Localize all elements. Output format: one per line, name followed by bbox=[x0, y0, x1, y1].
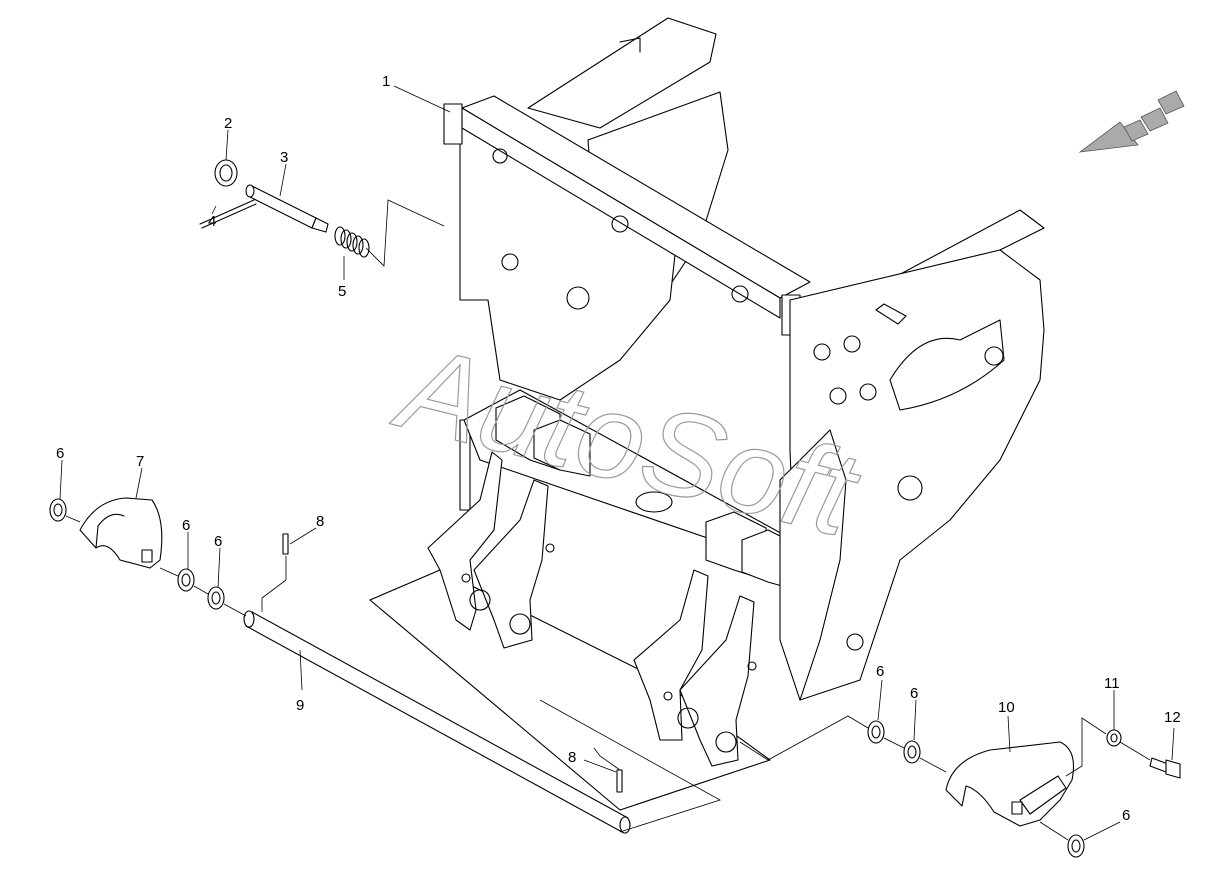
axis-line-right-1 bbox=[739, 715, 869, 761]
washer-6-b bbox=[177, 568, 195, 592]
callout-leaders bbox=[59, 85, 1175, 841]
main-frame bbox=[369, 17, 1045, 811]
axis-line-left-4 bbox=[223, 603, 247, 617]
callout-6-d: 6 bbox=[876, 663, 884, 680]
callout-1: 1 bbox=[382, 73, 390, 90]
pin-3 bbox=[245, 184, 329, 233]
washer-2 bbox=[214, 159, 238, 187]
washer-6-d bbox=[867, 720, 885, 744]
callout-8-b: 8 bbox=[568, 749, 576, 766]
axis-line-right-3 bbox=[919, 757, 947, 773]
axis-line-right-5 bbox=[1119, 741, 1151, 761]
callout-11: 11 bbox=[1104, 675, 1120, 692]
callout-3: 3 bbox=[280, 149, 288, 166]
callout-6-c: 6 bbox=[214, 533, 222, 550]
hook-7 bbox=[79, 497, 163, 569]
axis-line-right-2 bbox=[883, 737, 905, 749]
axis-line-left-2 bbox=[159, 567, 179, 577]
callout-12: 12 bbox=[1164, 709, 1181, 726]
axis-line-right-6 bbox=[1039, 821, 1069, 841]
callout-2: 2 bbox=[224, 115, 232, 132]
axis-line-left-1 bbox=[65, 515, 81, 523]
washer-6-c bbox=[207, 586, 225, 610]
direction-arrow-icon bbox=[1078, 90, 1185, 153]
axis-line-left-3 bbox=[193, 585, 209, 595]
pin-8-b bbox=[616, 769, 623, 793]
callout-6-f: 6 bbox=[1122, 807, 1130, 824]
pin-8-a bbox=[282, 533, 289, 555]
callout-7: 7 bbox=[136, 453, 144, 470]
callout-9: 9 bbox=[296, 697, 304, 714]
spring-5 bbox=[334, 226, 370, 258]
washer-6-f bbox=[1067, 834, 1085, 858]
axis-line-pin8a bbox=[261, 556, 287, 612]
assembly-line-pin bbox=[365, 199, 445, 267]
callout-6-e: 6 bbox=[910, 685, 918, 702]
nut-11 bbox=[1106, 729, 1122, 747]
axis-line-pin8b bbox=[593, 747, 621, 771]
callout-10: 10 bbox=[998, 699, 1015, 716]
callout-6-a: 6 bbox=[56, 445, 64, 462]
axis-line-shaft bbox=[539, 699, 722, 833]
bolt-12 bbox=[1149, 757, 1181, 779]
callout-4: 4 bbox=[208, 213, 216, 230]
washer-6-a bbox=[49, 498, 67, 522]
callout-5: 5 bbox=[338, 283, 346, 300]
callout-8-a: 8 bbox=[316, 513, 324, 530]
callout-6-b: 6 bbox=[182, 517, 190, 534]
shaft-9 bbox=[243, 610, 631, 834]
axis-line-right-4 bbox=[1065, 717, 1107, 777]
washer-6-e bbox=[903, 740, 921, 764]
cotter-pin-4 bbox=[199, 199, 257, 229]
hook-10 bbox=[945, 741, 1075, 827]
